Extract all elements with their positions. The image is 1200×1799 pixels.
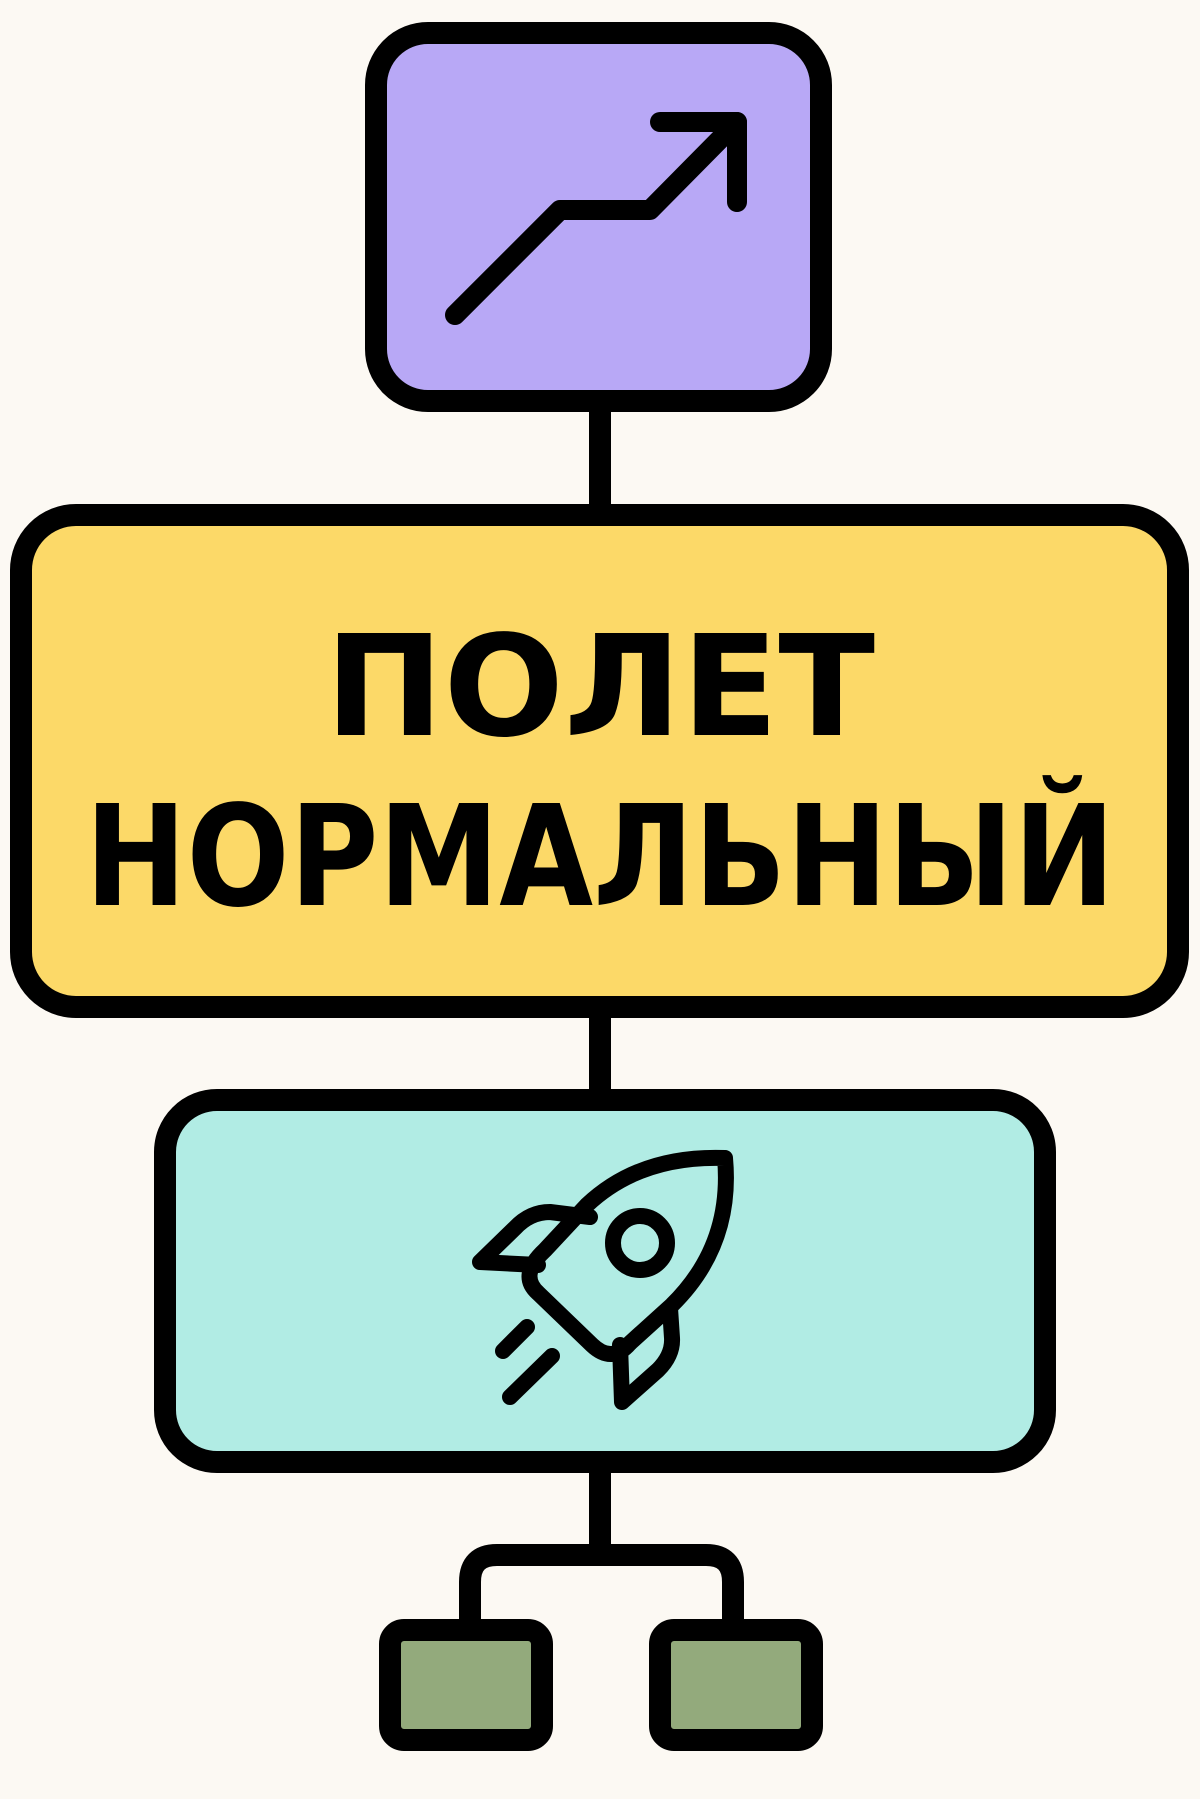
title-line-1: ПОЛЕТ (325, 606, 875, 769)
node-bottom (154, 1089, 1056, 1473)
leaf-left (379, 1619, 553, 1751)
leaf-right-box (649, 1619, 823, 1751)
leaf-left-box (379, 1619, 553, 1751)
node-middle: ПОЛЕТ НОРМАЛЬНЫЙ (10, 504, 1189, 1018)
node-middle-box (10, 504, 1189, 1018)
leaf-right (649, 1619, 823, 1751)
title-line-2: НОРМАЛЬНЫЙ (85, 774, 1115, 939)
node-top (365, 22, 832, 412)
rocket-icon (472, 1149, 734, 1410)
trending-up-icon (445, 112, 747, 325)
node-bottom-box (154, 1089, 1056, 1473)
connectors (459, 390, 744, 1640)
branch-connector (459, 1544, 744, 1640)
